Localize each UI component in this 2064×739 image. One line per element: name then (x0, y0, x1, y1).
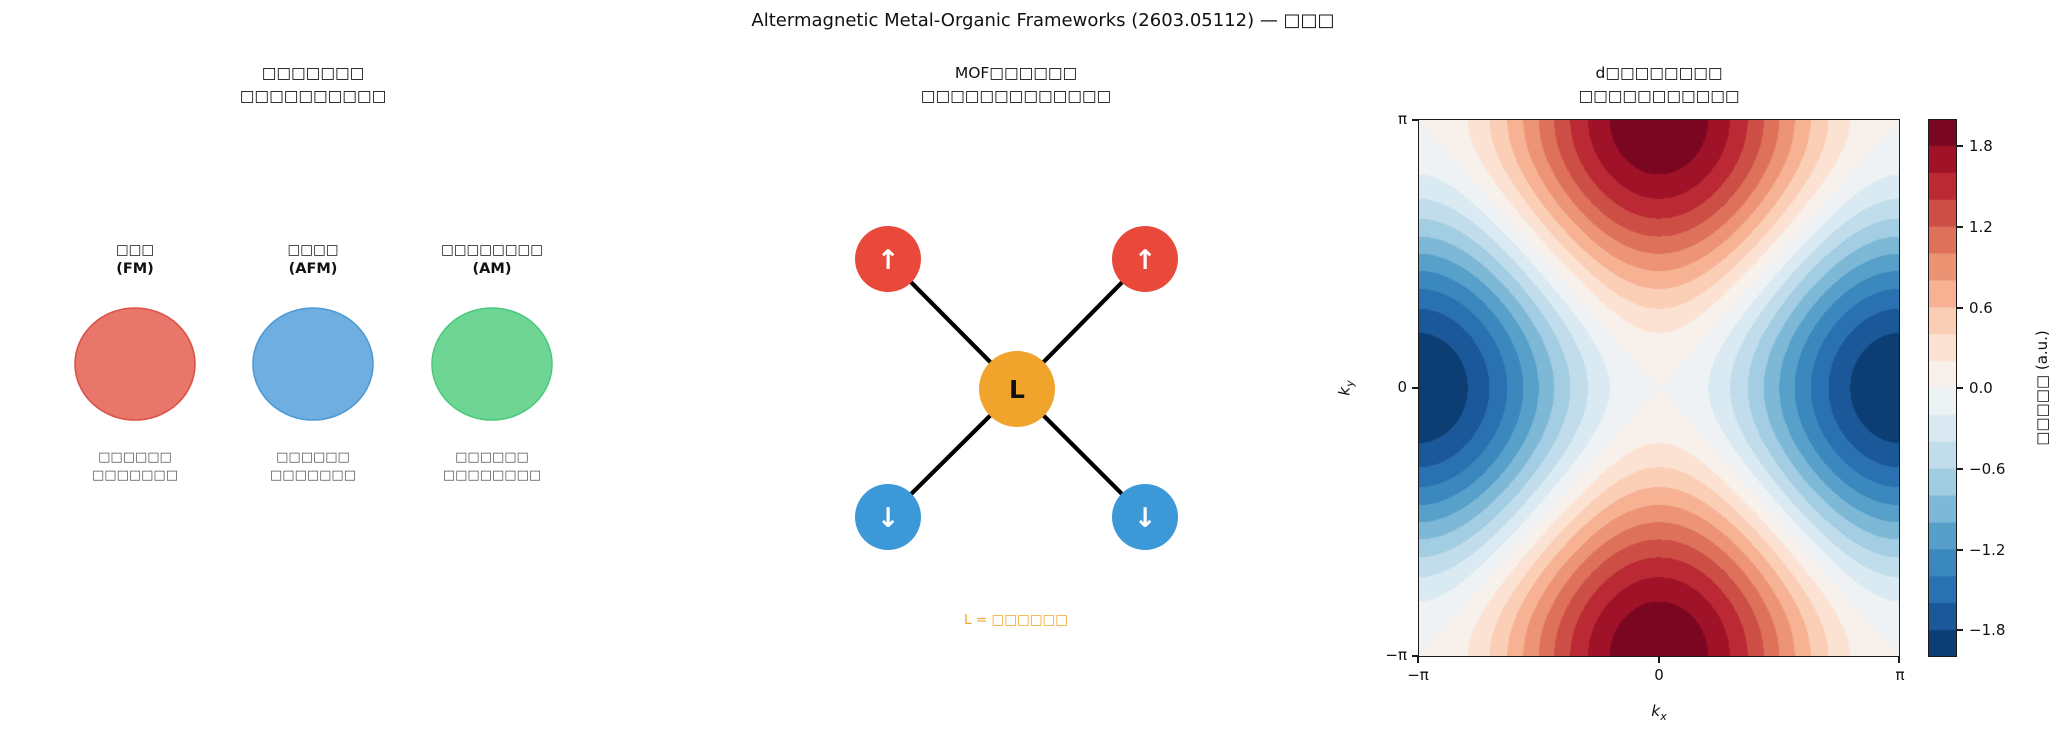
plot-border (1418, 119, 1900, 657)
afm-desc-line1: □□□□□□ (276, 450, 350, 465)
ytick-mark (1412, 387, 1418, 389)
metal-site-down-left (855, 484, 921, 550)
colorbar-axis-label: □□□□□ (a.u.) (2033, 330, 2051, 446)
cbar-tick-label: 0.0 (1969, 379, 1993, 397)
cbar-tick-mark (1957, 468, 1963, 470)
afm-circle-outline (252, 307, 374, 421)
spin-down-arrow-icon: ↓ (1134, 503, 1157, 534)
am-abbr: (AM) (472, 260, 512, 277)
fm-desc-line1: □□□□□□ (98, 450, 172, 465)
afm-circle (253, 308, 373, 420)
right-panel-title-line1: d□□□□□□□□ (1595, 64, 1723, 82)
cbar-tick-mark (1957, 549, 1963, 551)
cbar-tick-mark (1957, 387, 1963, 389)
afm-abbr: (AFM) (288, 260, 338, 277)
am-desc-line1: □□□□□□ (455, 450, 529, 465)
afm-label: □□□□ (AFM) (287, 241, 338, 278)
y-axis-label-base: k (1335, 386, 1354, 396)
colorbar-border (1928, 119, 1957, 657)
xtick-label-zero: 0 (1654, 666, 1664, 684)
figure-title: Altermagnetic Metal-Organic Frameworks (… (751, 10, 1335, 31)
colorbar-canvas (1928, 119, 1957, 657)
am-name: □□□□□□□□ (440, 242, 544, 258)
cbar-tick-label: −1.2 (1969, 541, 2006, 559)
fm-circle-outline (74, 307, 196, 421)
cbar-tick-mark (1957, 629, 1963, 631)
cbar-tick-label: 1.8 (1969, 137, 1993, 155)
am-desc-line2: □□□□□□□□ (442, 467, 542, 483)
magnetic-phase-circles (74, 307, 553, 421)
fm-label: □□□ (FM) (116, 241, 154, 278)
cbar-tick-mark (1957, 226, 1963, 228)
xtick-label-pi: π (1895, 666, 1905, 684)
am-desc: □□□□□□ □□□□□□□□ (443, 449, 541, 484)
afm-desc: □□□□□□ □□□□□□□ (270, 449, 356, 484)
cbar-tick-label: −1.8 (1969, 621, 2006, 639)
cbar-tick-label: 1.2 (1969, 218, 1993, 236)
left-panel-title: □□□□□□□ □□□□□□□□□□ (240, 62, 386, 108)
afm-desc-line2: □□□□□□□ (270, 467, 356, 483)
middle-panel-title-line2: □□□□□□□□□□□□□ (920, 87, 1112, 105)
spin-up-arrow-icon: ↑ (1134, 245, 1157, 276)
left-panel-title-line1: □□□□□□□ (261, 64, 365, 82)
linker-letter: L (1009, 375, 1025, 404)
y-axis-label: ky (1335, 380, 1356, 396)
am-circle-outline (431, 307, 553, 421)
ytick-mark (1412, 655, 1418, 657)
metal-site-up-right (1112, 226, 1178, 292)
metal-site-up-left (855, 226, 921, 292)
xtick-mark (1417, 657, 1419, 663)
am-circle (432, 308, 552, 420)
linker-caption-text: L = □□□□□□ (964, 612, 1068, 628)
x-axis-label: kx (1651, 702, 1667, 723)
spin-down-arrow-icon: ↓ (877, 503, 900, 534)
linker-node (979, 351, 1055, 427)
spin-up-arrow-icon: ↑ (877, 245, 900, 276)
ytick-label-pi: π (1397, 110, 1407, 128)
afm-name: □□□□ (287, 242, 339, 258)
cbar-tick-label: 0.6 (1969, 299, 1993, 317)
xtick-mark (1898, 657, 1900, 663)
linker-caption: L = □□□□□□ (964, 612, 1068, 628)
am-label: □□□□□□□□ (AM) (441, 241, 543, 278)
fm-desc: □□□□□□ □□□□□□□ (92, 449, 178, 484)
y-axis-label-sub: y (1343, 380, 1357, 387)
middle-panel-title: MOF□□□□□□ □□□□□□□□□□□□□ (921, 62, 1111, 108)
dwave-contour-canvas (1418, 119, 1900, 657)
ytick-label-negpi: −π (1385, 646, 1407, 664)
mof-node-diagram: ↑ ↑ ↓ ↓ L (855, 226, 1178, 550)
fm-name: □□□ (115, 242, 155, 258)
left-panel-title-line2: □□□□□□□□□□ (239, 87, 387, 105)
cbar-tick-label: −0.6 (1969, 460, 2006, 478)
xtick-mark (1658, 657, 1660, 663)
xtick-label-negpi: −π (1407, 666, 1429, 684)
ytick-mark (1412, 119, 1418, 121)
x-axis-label-sub: x (1660, 710, 1667, 724)
middle-panel-title-line1: MOF□□□□□□ (954, 64, 1078, 82)
right-panel-title-line2: □□□□□□□□□□□ (1578, 87, 1740, 105)
right-panel-title: d□□□□□□□□ □□□□□□□□□□□ (1578, 62, 1739, 108)
fm-circle (75, 308, 195, 420)
x-axis-label-base: k (1651, 702, 1661, 720)
ytick-label-zero: 0 (1397, 378, 1407, 396)
fm-desc-line2: □□□□□□□ (92, 467, 178, 483)
metal-site-down-right (1112, 484, 1178, 550)
cbar-tick-mark (1957, 307, 1963, 309)
colorbar-label-boxes: □□□□□ (2033, 374, 2051, 446)
cbar-tick-mark (1957, 145, 1963, 147)
fm-abbr: (FM) (116, 260, 154, 277)
colorbar-label-unit: (a.u.) (2033, 330, 2051, 375)
